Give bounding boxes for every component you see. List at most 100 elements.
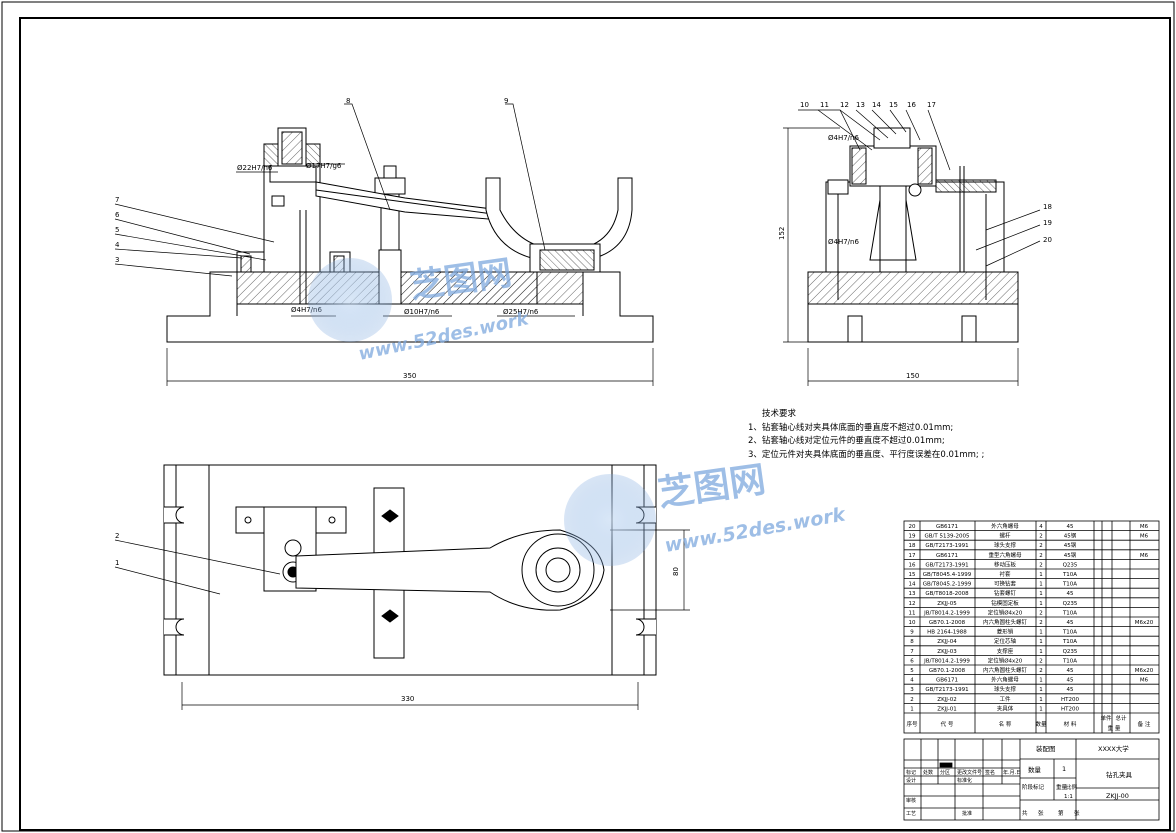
bom-cell-qty: 1 <box>1039 591 1043 597</box>
bom-cell-code: GB/T2173-1991 <box>925 687 968 693</box>
bom-cell-qty: 1 <box>1039 649 1043 655</box>
front-label-8: 8 <box>346 97 350 105</box>
bom-cell-name: 移动压板 <box>994 560 1017 568</box>
bom-cell-name: 外六角螺母 <box>991 522 1019 530</box>
side-label-15: 15 <box>889 101 898 109</box>
bom-header-name: 名 称 <box>999 720 1012 728</box>
bom-cell-no: 19 <box>909 534 916 540</box>
bom-cell-code: JB/T8014.2-1999 <box>923 658 970 664</box>
bom-cell-name: 定位销Ø4x20 <box>988 656 1023 664</box>
fit-22: Ø22H7/n6 <box>237 164 273 172</box>
bom-cell-qty: 2 <box>1039 553 1043 559</box>
front-label-3: 3 <box>115 256 119 264</box>
scale-value: 1:1 <box>1064 794 1073 800</box>
side-fit-bottom: Ø4H7/n6 <box>828 238 859 246</box>
bom-cell-mat: 45钢 <box>1064 532 1077 540</box>
bom-cell-code: GB6171 <box>936 678 958 684</box>
bom-cell-qty: 1 <box>1039 582 1043 588</box>
bom-cell-code: GB6171 <box>936 553 958 559</box>
bom-cell-name: 螺杆 <box>999 532 1011 540</box>
bom-cell-no: 18 <box>909 543 916 549</box>
bom-cell-note: M6 <box>1140 534 1149 540</box>
bom-cell-no: 13 <box>909 591 916 597</box>
process-label: 工艺 <box>906 811 916 817</box>
bom-cell-code: ZKJJ-04 <box>937 639 957 645</box>
bom-cell-qty: 2 <box>1039 658 1043 664</box>
bom-header-qty: 数量 <box>1035 720 1047 728</box>
bom-cell-no: 6 <box>910 658 914 664</box>
bom-cell-name: 工件 <box>999 695 1011 703</box>
side-label-17: 17 <box>927 101 936 109</box>
side-label-14: 14 <box>872 101 881 109</box>
plan-label-2: 2 <box>115 532 119 540</box>
side-view <box>783 109 1041 386</box>
drawing-type: 装配图 <box>1036 744 1056 753</box>
front-label-6: 6 <box>115 211 120 219</box>
bom-cell-mat: 45 <box>1067 668 1074 674</box>
row-label-date: 年.月.日 <box>1003 769 1021 776</box>
watermark-brand-2: 芝图网 <box>656 459 769 515</box>
bom-cell-name: 球头支撑 <box>994 541 1017 549</box>
side-label-18: 18 <box>1043 203 1052 211</box>
bom-cell-mat: 45钢 <box>1064 551 1077 559</box>
bom-cell-name: 内六角圆柱头螺钉 <box>983 618 1028 626</box>
bom-cell-qty: 2 <box>1039 668 1043 674</box>
bom-cell-mat: 45 <box>1067 524 1074 530</box>
bom-cell-mat: Q235 <box>1063 562 1078 568</box>
bom-cell-no: 4 <box>910 678 914 684</box>
plan-label-1: 1 <box>115 559 119 567</box>
qty-value: 1 <box>1062 765 1066 773</box>
side-label-10: 10 <box>800 101 809 109</box>
bom-cell-qty: 2 <box>1039 620 1043 626</box>
plan-dim-80: 80 <box>672 567 680 576</box>
watermark-bottom: 芝图网 www.52des.work <box>564 459 848 566</box>
tech-title: 技术要求 <box>762 409 797 419</box>
bom-cell-note: M6 <box>1140 553 1149 559</box>
bom-cell-qty: 1 <box>1039 630 1043 636</box>
bom-cell-mat: 45 <box>1067 591 1074 597</box>
bom-cell-mat: 45 <box>1067 678 1074 684</box>
bom-cell-name: 菱形销 <box>997 628 1014 636</box>
bom-cell-qty: 1 <box>1039 572 1043 578</box>
bom-cell-code: GB/T2173-1991 <box>925 562 968 568</box>
front-view <box>114 103 654 386</box>
bom-cell-note: M6x20 <box>1135 620 1154 626</box>
bom-cell-code: GB70.1-2008 <box>929 620 966 626</box>
plan-dim-330: 330 <box>401 695 414 703</box>
front-label-5: 5 <box>115 226 119 234</box>
bom-cell-mat: 45钢 <box>1064 541 1077 549</box>
bom-cell-no: 14 <box>909 582 916 588</box>
tech-item-2: 2、钻套轴心线对定位元件的垂直度不超过0.01mm; <box>748 436 945 446</box>
tech-requirements: 技术要求 1、钻套轴心线对夹具体底面的垂直度不超过0.01mm; 2、钻套轴心线… <box>748 408 984 462</box>
bom-cell-note: M6 <box>1140 678 1149 684</box>
bom-cell-code: ZKJJ-05 <box>937 601 957 607</box>
bom-cell-no: 10 <box>909 620 916 626</box>
bom-cell-no: 20 <box>909 524 916 530</box>
bom-cell-mat: Q235 <box>1063 601 1078 607</box>
row-label-zone: 分区 <box>940 769 950 776</box>
bom-cell-mat: T10A <box>1062 630 1077 636</box>
side-dim-150: 150 <box>906 372 919 380</box>
tech-item-1: 1、钻套轴心线对夹具体底面的垂直度不超过0.01mm; <box>748 422 954 433</box>
bom-cell-code: GB/T 5139-2005 <box>925 534 970 540</box>
bom-cell-no: 7 <box>910 649 914 655</box>
bom-cell-code: GB6171 <box>936 524 958 530</box>
bom-header-total_weight: 总计 <box>1115 714 1127 722</box>
tech-item-3: 3、定位元件对夹具体底面的垂直度、平行度误差在0.01mm; ; <box>748 449 985 460</box>
fit-17: Ø17H7/g6 <box>306 162 342 170</box>
watermark-globe-icon <box>308 258 392 342</box>
bom-cell-code: HB 2164-1988 <box>927 630 967 636</box>
bom-cell-code: ZKJJ-01 <box>937 706 956 712</box>
bom-cell-mat: T10A <box>1062 610 1077 616</box>
drawing-no: ZKJJ-00 <box>1106 792 1129 800</box>
row-label-count: 处数 <box>923 769 933 776</box>
design-title: 钻孔夹具 <box>1106 770 1133 779</box>
designer-label: 设计 <box>906 777 916 784</box>
bom-cell-qty: 1 <box>1039 639 1043 645</box>
bom-cell-no: 8 <box>910 639 914 645</box>
bom-cell-mat: 45 <box>1067 687 1074 693</box>
side-label-19: 19 <box>1043 219 1052 227</box>
bom-cell-name: 内六角圆柱头螺钉 <box>983 666 1028 674</box>
row-label-doc: 更改文件号 <box>957 769 982 776</box>
bom-header-note: 备 注 <box>1138 720 1151 728</box>
